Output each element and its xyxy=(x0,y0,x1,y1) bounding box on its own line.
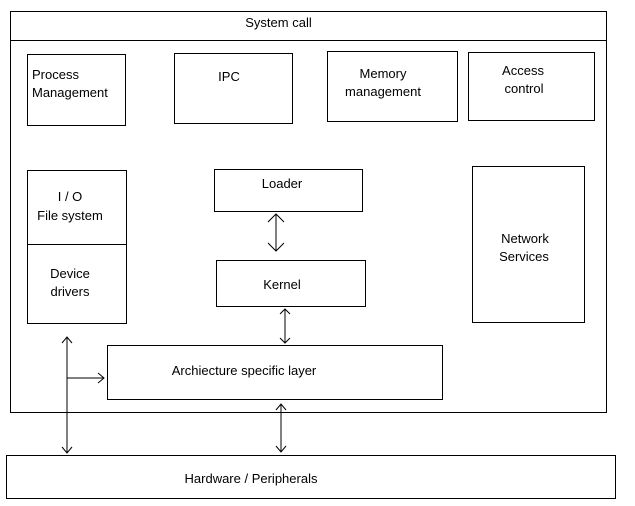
process-management-label-line1: Process xyxy=(32,67,79,82)
network-services-box xyxy=(472,166,585,323)
process-management-box xyxy=(27,54,126,126)
system-call-label: System call xyxy=(245,15,312,30)
arch-hardware-arrow-head-bottom xyxy=(275,445,287,453)
ipc-box xyxy=(174,53,293,124)
architecture-layer-label: Archiecture specific layer xyxy=(171,363,317,378)
hardware-label: Hardware / Peripherals xyxy=(184,471,318,486)
device-drivers-label-line1: Device xyxy=(50,266,90,281)
hardware-box xyxy=(6,455,616,499)
network-services-label-line1: Network xyxy=(501,231,549,246)
ipc-label: IPC xyxy=(218,69,240,84)
device-drivers-box xyxy=(27,244,127,324)
file-system-label: File system xyxy=(37,208,103,223)
access-control-box xyxy=(468,52,595,121)
loader-box xyxy=(214,169,363,212)
memory-management-label-line2: management xyxy=(345,84,421,99)
loader-label: Loader xyxy=(261,176,303,191)
system-call-divider xyxy=(10,40,607,41)
io-file-system-box xyxy=(27,170,127,245)
memory-management-box xyxy=(327,51,458,122)
kernel-label: Kernel xyxy=(263,277,301,292)
kernel-box xyxy=(216,260,366,307)
process-management-label-line2: Management xyxy=(32,85,108,100)
architecture-layer-box xyxy=(107,345,443,400)
access-control-label-line2: control xyxy=(504,81,544,96)
memory-management-label-line1: Memory xyxy=(359,66,407,81)
device-drivers-label-line2: drivers xyxy=(50,284,90,299)
network-services-label-line2: Services xyxy=(499,249,549,264)
io-label: I / O xyxy=(57,189,83,204)
drivers-hardware-arrow-head-bottom xyxy=(61,446,73,454)
access-control-label-line1: Access xyxy=(502,63,544,78)
